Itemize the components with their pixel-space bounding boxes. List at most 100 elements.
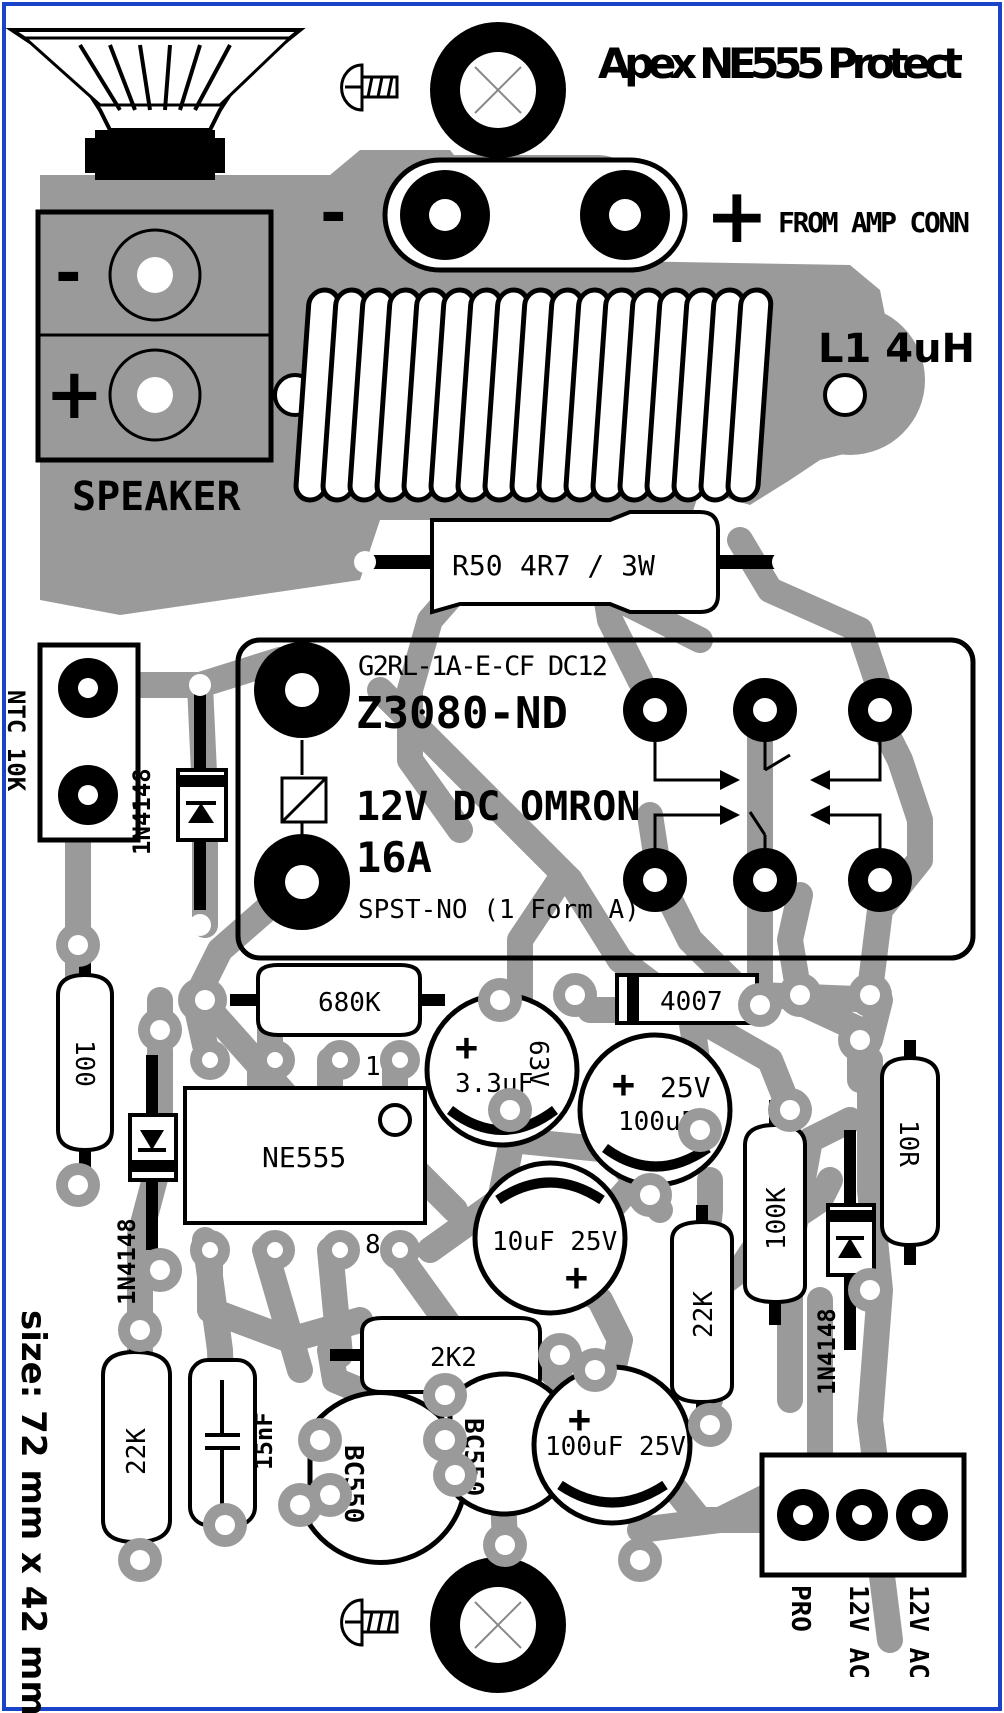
pad-hole (565, 985, 585, 1005)
resistor-r-22k-left: 22K (101, 1330, 172, 1560)
speaker-minus-label: - (55, 237, 82, 311)
speaker-plus-label: + (45, 353, 104, 435)
pad-hole (860, 985, 880, 1005)
coil-winding (725, 287, 774, 503)
ntc-thermistor: NTC 10K (2, 642, 141, 843)
pad-hole (690, 1120, 710, 1140)
amp-plus-label: + (705, 171, 769, 260)
relay-code: Z3080-ND (356, 688, 568, 739)
r-100-label: 100 (69, 1040, 99, 1087)
r-680k-label: 680K (318, 988, 381, 1018)
amp-minus-label: - (320, 177, 347, 251)
pad-hole (630, 1550, 650, 1570)
pad-hole (495, 1535, 515, 1555)
relay-current: 16A (356, 833, 432, 882)
ic-pin8-label: 8 (365, 1230, 381, 1260)
speaker-label: SPEAKER (72, 474, 241, 520)
pad-hole (150, 1260, 170, 1280)
r50-value: 4R7 / 3W (520, 549, 655, 582)
cap-100u-bot: + 100uF 25V (531, 1364, 693, 1526)
pad-hole (290, 1495, 310, 1515)
pad-hole (850, 1030, 870, 1050)
relay-contact-arrows-icon (653, 742, 882, 848)
d-top-label: 1N4148 (128, 768, 156, 855)
pad-hole (445, 1465, 465, 1485)
ic-pin-pad (320, 1040, 360, 1080)
cap-10u-label: 10uF 25V (492, 1227, 617, 1257)
amp-input-connector: - + FROM AMP CONN (320, 157, 970, 273)
ic-pin-pad (255, 1040, 295, 1080)
cap-10u: 10uF 25V + (472, 1160, 628, 1316)
ic-pin-pad (320, 1230, 360, 1270)
d-right-label: 1N4148 (813, 1308, 841, 1395)
pad-hole (130, 1320, 150, 1340)
ic-pin1-label: 1 (365, 1052, 381, 1082)
r-22k-left-label: 22K (122, 1428, 152, 1475)
r-100k-label: 100K (762, 1187, 792, 1250)
diode-4007: 4007 (615, 973, 759, 1025)
cap-10u-plus: + (565, 1255, 588, 1299)
size-note: size: 72 mm x 42 mm (13, 1310, 53, 1713)
pad-hole (215, 1515, 235, 1535)
diode-d-left: 1N4148 (113, 1055, 178, 1305)
resistor-r-100k: 100K (743, 1100, 807, 1325)
ntc-label: NTC 10K (2, 690, 30, 792)
pad-hole (310, 1430, 330, 1450)
pad-group (56, 923, 892, 1582)
pad-hole (68, 1175, 88, 1195)
ic-label: NE555 (262, 1141, 346, 1174)
connector-pin-pro: PRO (785, 1585, 815, 1632)
ic-pin-pad (190, 1230, 230, 1270)
screw-icon-bottom (340, 1598, 399, 1647)
diode-4007-label: 4007 (660, 987, 723, 1017)
resistor-r50: R50 4R7 / 3W (354, 510, 794, 615)
cap-3u3: + 3.3uF 63V (424, 992, 580, 1148)
r-2k2-label: 2K2 (430, 1343, 477, 1373)
resistor-r-10r: 10R (880, 1040, 940, 1265)
pad-hole (500, 1100, 520, 1120)
pad-hole (640, 1185, 660, 1205)
ic-pin-pad (380, 1040, 420, 1080)
pad-hole (320, 1485, 340, 1505)
cap-3u3-volt: 63V (523, 1040, 553, 1087)
cap-3u3-plus: + (455, 1025, 478, 1069)
ic-ne555: NE555 1 8 (183, 1040, 427, 1270)
pad-hole (68, 935, 88, 955)
pad-hole (150, 1020, 170, 1040)
connector-pin-12vac-1: 12V AC (843, 1585, 873, 1679)
pad-hole (780, 1100, 800, 1120)
resistor-r-22k-mid: 22K (670, 1205, 734, 1425)
r50-ref: R50 (452, 549, 503, 582)
power-connector: PRO 12V AC 12V AC (759, 1452, 967, 1679)
resistor-r-680k: 680K (230, 963, 445, 1037)
ic-pin-pad (190, 1040, 230, 1080)
diode-d-top: 1N4148 (128, 674, 228, 936)
relay-part: G2RL-1A-E-CF DC12 (358, 651, 608, 682)
mounting-hole-top (430, 22, 566, 158)
d-left-label: 1N4148 (113, 1218, 141, 1305)
cap-100u-bot-label: 100uF 25V (545, 1432, 686, 1462)
pad-hole (790, 985, 810, 1005)
ic-pin-pad (255, 1230, 295, 1270)
pad-hole (195, 990, 215, 1010)
pad-hole (130, 1550, 150, 1570)
screw-icon-top (340, 63, 399, 112)
relay: G2RL-1A-E-CF DC12 Z3080-ND 12V DC OMRON … (235, 637, 976, 961)
relay-voltage: 12V DC (356, 784, 501, 830)
pad-hole (550, 1345, 570, 1365)
cap-15n-label: 15nF (250, 1412, 278, 1470)
cap-100u-bot-plus: + (568, 1397, 591, 1441)
cap-100u-top-plus: + (612, 1062, 635, 1106)
diode-d-right: 1N4148 (813, 1130, 876, 1395)
speaker-icon (5, 28, 306, 180)
r-10r-label: 10R (893, 1120, 923, 1167)
ic-pin1-marker (378, 1103, 412, 1137)
speaker-terminal: - + SPEAKER (35, 209, 274, 520)
r-22k-mid-label: 22K (689, 1291, 719, 1338)
amp-input-label: FROM AMP CONN (778, 206, 970, 239)
pad-hole (490, 990, 510, 1010)
pad-hole (585, 1360, 605, 1380)
board-title: Apex NE555 Protect (598, 39, 963, 88)
inductor-l1: L1 4uH (273, 287, 975, 503)
